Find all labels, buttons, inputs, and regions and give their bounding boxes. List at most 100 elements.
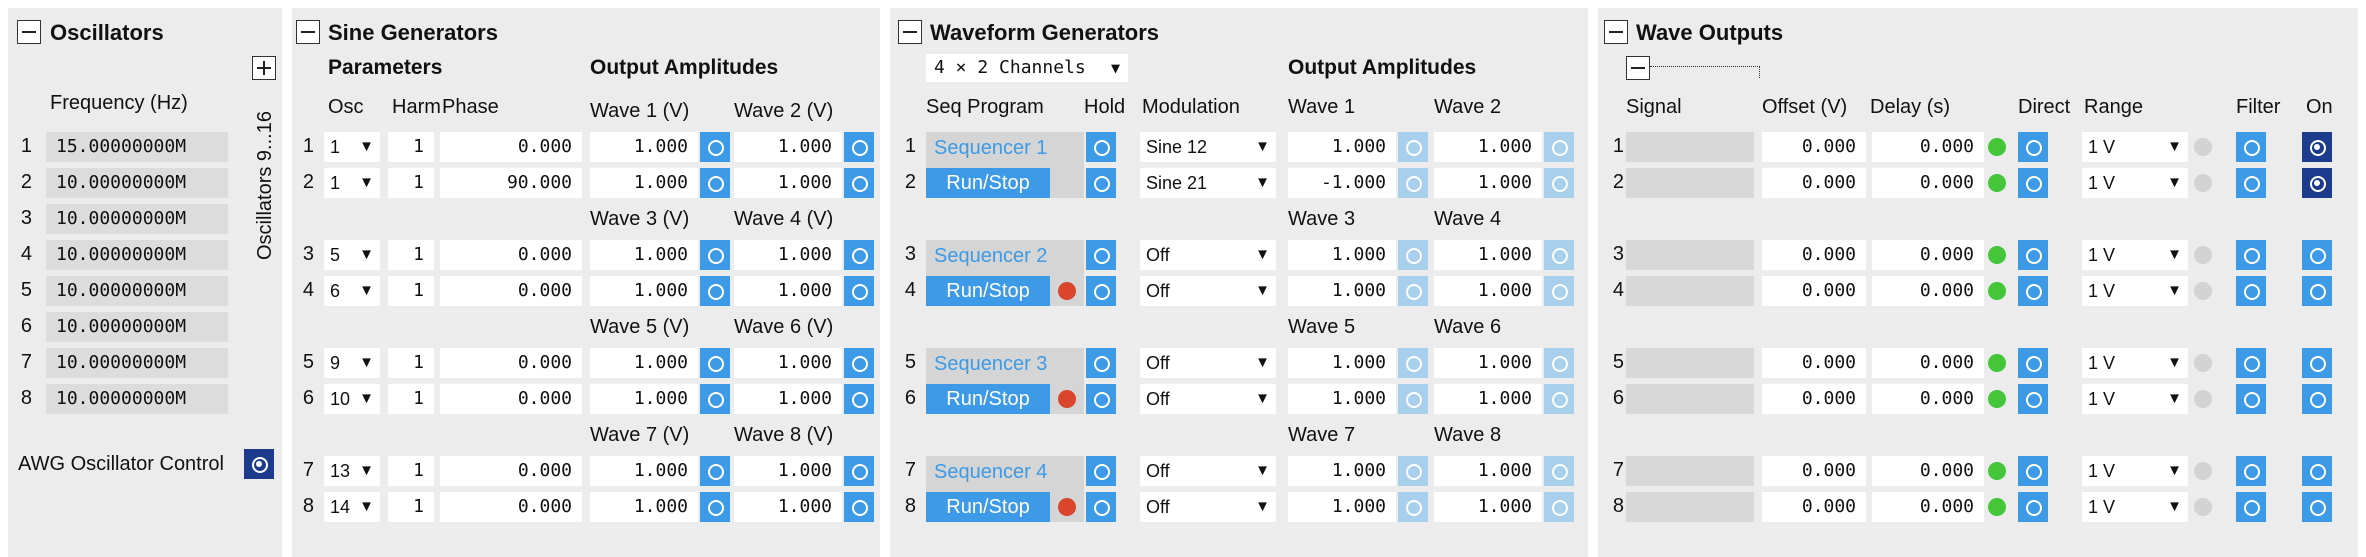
hold-toggle-button[interactable] bbox=[1086, 348, 1116, 378]
hold-toggle-button[interactable] bbox=[1086, 132, 1116, 162]
output-offset-field[interactable]: 0.000 bbox=[1762, 132, 1866, 162]
awg-oscillator-control-toggle[interactable] bbox=[244, 449, 274, 479]
sine-amp-a-enable-button[interactable] bbox=[700, 492, 730, 522]
sine-amp-a-enable-button[interactable] bbox=[700, 348, 730, 378]
wave-amp-a-enable-button[interactable] bbox=[1398, 168, 1428, 198]
direct-toggle-button[interactable] bbox=[2018, 276, 2048, 306]
hold-toggle-button[interactable] bbox=[1086, 276, 1116, 306]
run-stop-button[interactable]: Run/Stop bbox=[926, 168, 1050, 198]
output-offset-field[interactable]: 0.000 bbox=[1762, 240, 1866, 270]
sine-amp-a-enable-button[interactable] bbox=[700, 132, 730, 162]
sine-amp-b-enable-button[interactable] bbox=[844, 168, 874, 198]
sine-osc-select[interactable]: 9 bbox=[324, 348, 380, 378]
modulation-select[interactable]: Off bbox=[1140, 492, 1276, 522]
osc-frequency-field[interactable]: 10.00000000M bbox=[46, 168, 228, 198]
output-delay-field[interactable]: 0.000 bbox=[1872, 132, 1984, 162]
sine-amp-b-field[interactable]: 1.000 bbox=[734, 276, 842, 306]
output-offset-field[interactable]: 0.000 bbox=[1762, 492, 1866, 522]
sine-amp-b-field[interactable]: 1.000 bbox=[734, 132, 842, 162]
wave-amp-a-field[interactable]: 1.000 bbox=[1288, 456, 1396, 486]
sine-amp-a-field[interactable]: 1.000 bbox=[590, 348, 698, 378]
sine-amp-a-field[interactable]: 1.000 bbox=[590, 492, 698, 522]
filter-toggle-button[interactable] bbox=[2236, 276, 2266, 306]
output-offset-field[interactable]: 0.000 bbox=[1762, 384, 1866, 414]
sine-harm-field[interactable]: 1 bbox=[388, 456, 434, 486]
wave-amp-a-enable-button[interactable] bbox=[1398, 348, 1428, 378]
range-select[interactable]: 1 V bbox=[2082, 348, 2188, 378]
direct-toggle-button[interactable] bbox=[2018, 456, 2048, 486]
sine-osc-select[interactable]: 14 bbox=[324, 492, 380, 522]
hold-toggle-button[interactable] bbox=[1086, 384, 1116, 414]
sine-osc-select[interactable]: 5 bbox=[324, 240, 380, 270]
wave-amp-a-enable-button[interactable] bbox=[1398, 492, 1428, 522]
wave-amp-b-enable-button[interactable] bbox=[1544, 276, 1574, 306]
sine-amp-b-field[interactable]: 1.000 bbox=[734, 240, 842, 270]
sine-phase-field[interactable]: 0.000 bbox=[440, 276, 582, 306]
collapse-sine-generators-button[interactable] bbox=[296, 20, 320, 44]
sine-osc-select[interactable]: 1 bbox=[324, 132, 380, 162]
wave-amp-b-field[interactable]: 1.000 bbox=[1434, 132, 1542, 162]
sine-amp-a-field[interactable]: 1.000 bbox=[590, 456, 698, 486]
sine-amp-a-field[interactable]: 1.000 bbox=[590, 240, 698, 270]
wave-amp-b-enable-button[interactable] bbox=[1544, 384, 1574, 414]
wave-amp-b-field[interactable]: 1.000 bbox=[1434, 492, 1542, 522]
output-on-toggle-button[interactable] bbox=[2302, 492, 2332, 522]
sine-amp-b-enable-button[interactable] bbox=[844, 492, 874, 522]
wave-amp-b-enable-button[interactable] bbox=[1544, 456, 1574, 486]
output-delay-field[interactable]: 0.000 bbox=[1872, 384, 1984, 414]
modulation-select[interactable]: Off bbox=[1140, 348, 1276, 378]
range-select[interactable]: 1 V bbox=[2082, 132, 2188, 162]
sine-harm-field[interactable]: 1 bbox=[388, 240, 434, 270]
output-offset-field[interactable]: 0.000 bbox=[1762, 168, 1866, 198]
wave-amp-a-field[interactable]: 1.000 bbox=[1288, 492, 1396, 522]
sine-amp-a-enable-button[interactable] bbox=[700, 456, 730, 486]
sine-amp-a-field[interactable]: 1.000 bbox=[590, 276, 698, 306]
direct-toggle-button[interactable] bbox=[2018, 168, 2048, 198]
expand-oscillators-9-16-button[interactable] bbox=[252, 56, 276, 80]
output-on-toggle-button[interactable] bbox=[2302, 168, 2332, 198]
wave-amp-b-enable-button[interactable] bbox=[1544, 132, 1574, 162]
filter-toggle-button[interactable] bbox=[2236, 492, 2266, 522]
sine-phase-field[interactable]: 90.000 bbox=[440, 168, 582, 198]
sine-amp-a-enable-button[interactable] bbox=[700, 384, 730, 414]
hold-toggle-button[interactable] bbox=[1086, 168, 1116, 198]
sine-amp-b-field[interactable]: 1.000 bbox=[734, 456, 842, 486]
modulation-select[interactable]: Sine 12 bbox=[1140, 132, 1276, 162]
output-offset-field[interactable]: 0.000 bbox=[1762, 456, 1866, 486]
direct-toggle-button[interactable] bbox=[2018, 132, 2048, 162]
range-select[interactable]: 1 V bbox=[2082, 276, 2188, 306]
sine-amp-a-field[interactable]: 1.000 bbox=[590, 132, 698, 162]
wave-amp-b-field[interactable]: 1.000 bbox=[1434, 168, 1542, 198]
sine-phase-field[interactable]: 0.000 bbox=[440, 456, 582, 486]
sine-phase-field[interactable]: 0.000 bbox=[440, 384, 582, 414]
wave-amp-a-field[interactable]: 1.000 bbox=[1288, 348, 1396, 378]
output-delay-field[interactable]: 0.000 bbox=[1872, 456, 1984, 486]
osc-frequency-field[interactable]: 10.00000000M bbox=[46, 384, 228, 414]
modulation-select[interactable]: Off bbox=[1140, 456, 1276, 486]
sine-amp-b-enable-button[interactable] bbox=[844, 384, 874, 414]
hold-toggle-button[interactable] bbox=[1086, 456, 1116, 486]
osc-frequency-field[interactable]: 10.00000000M bbox=[46, 312, 228, 342]
direct-toggle-button[interactable] bbox=[2018, 384, 2048, 414]
sine-amp-b-field[interactable]: 1.000 bbox=[734, 348, 842, 378]
run-stop-button[interactable]: Run/Stop bbox=[926, 492, 1050, 522]
sine-amp-a-enable-button[interactable] bbox=[700, 168, 730, 198]
osc-frequency-field[interactable]: 10.00000000M bbox=[46, 204, 228, 234]
sine-harm-field[interactable]: 1 bbox=[388, 384, 434, 414]
wave-amp-b-field[interactable]: 1.000 bbox=[1434, 348, 1542, 378]
sine-amp-b-enable-button[interactable] bbox=[844, 132, 874, 162]
direct-toggle-button[interactable] bbox=[2018, 348, 2048, 378]
range-select[interactable]: 1 V bbox=[2082, 384, 2188, 414]
output-on-toggle-button[interactable] bbox=[2302, 384, 2332, 414]
sine-harm-field[interactable]: 1 bbox=[388, 348, 434, 378]
sine-osc-select[interactable]: 13 bbox=[324, 456, 380, 486]
wave-amp-b-enable-button[interactable] bbox=[1544, 348, 1574, 378]
wave-amp-a-enable-button[interactable] bbox=[1398, 456, 1428, 486]
range-select[interactable]: 1 V bbox=[2082, 492, 2188, 522]
sine-harm-field[interactable]: 1 bbox=[388, 492, 434, 522]
sine-amp-a-enable-button[interactable] bbox=[700, 276, 730, 306]
sine-osc-select[interactable]: 10 bbox=[324, 384, 380, 414]
sine-osc-select[interactable]: 6 bbox=[324, 276, 380, 306]
osc-frequency-field[interactable]: 10.00000000M bbox=[46, 348, 228, 378]
wave-amp-a-enable-button[interactable] bbox=[1398, 384, 1428, 414]
